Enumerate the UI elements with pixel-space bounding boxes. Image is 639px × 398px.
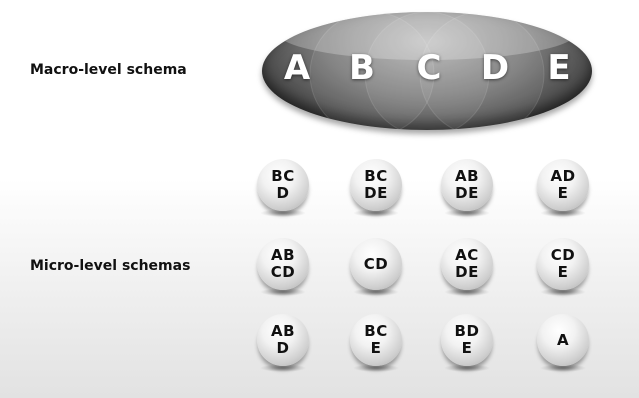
micro-schema-sphere: BC E xyxy=(350,314,402,366)
micro-schema-sphere: A xyxy=(537,314,589,366)
overlap-circle-left xyxy=(309,12,435,130)
macro-letter-e: E xyxy=(547,48,571,88)
micro-schema-sphere: AB D xyxy=(257,314,309,366)
micro-schema-sphere: BC DE xyxy=(350,159,402,211)
micro-schema-sphere: CD xyxy=(350,238,402,290)
micro-schema-sphere: BD E xyxy=(441,314,493,366)
micro-schema-label: AB DE xyxy=(454,167,480,202)
sphere-shadow xyxy=(444,288,490,296)
micro-schema-sphere: AC DE xyxy=(441,238,493,290)
micro-schema-label: CD E xyxy=(550,246,576,281)
micro-schema-sphere: BC D xyxy=(257,159,309,211)
macro-letter-b: B xyxy=(349,48,375,88)
macro-schema-ellipse: A B C D E xyxy=(262,12,592,130)
micro-schema-sphere: AD E xyxy=(537,159,589,211)
sphere-shadow xyxy=(540,209,586,217)
sphere-shadow xyxy=(353,364,399,372)
macro-letter-c: C xyxy=(416,48,442,88)
sphere-shadow xyxy=(353,288,399,296)
sphere-shadow xyxy=(444,209,490,217)
sphere-shadow xyxy=(353,209,399,217)
sphere-shadow xyxy=(540,288,586,296)
micro-schema-sphere: AB CD xyxy=(257,238,309,290)
sphere-shadow xyxy=(260,288,306,296)
micro-schema-label: AB CD xyxy=(270,246,296,281)
micro-schema-label: AD E xyxy=(550,167,576,202)
micro-schema-label: BD E xyxy=(454,322,480,357)
overlap-circle-center xyxy=(364,12,490,130)
macro-letter-a: A xyxy=(283,48,311,88)
micro-schema-label: AC DE xyxy=(455,246,479,281)
macro-overlap-circles xyxy=(277,12,577,130)
micro-schema-label: BC DE xyxy=(364,167,388,202)
micro-schema-label: A xyxy=(556,330,570,349)
macro-letter-d: D xyxy=(480,48,510,88)
micro-schema-label: BC D xyxy=(271,167,295,202)
micro-schema-label: CD xyxy=(363,254,389,273)
sphere-shadow xyxy=(260,364,306,372)
macro-level-label: Macro-level schema xyxy=(30,62,187,78)
overlap-circle-right xyxy=(419,12,545,130)
macro-highlight xyxy=(277,12,577,60)
micro-level-label: Micro-level schemas xyxy=(30,258,191,274)
micro-schema-label: BC E xyxy=(364,322,388,357)
macro-letters: A B C D E xyxy=(262,12,592,130)
sphere-shadow xyxy=(260,209,306,217)
sphere-shadow xyxy=(444,364,490,372)
micro-schema-label: AB D xyxy=(270,322,296,357)
micro-schema-sphere: CD E xyxy=(537,238,589,290)
sphere-shadow xyxy=(540,364,586,372)
micro-schema-sphere: AB DE xyxy=(441,159,493,211)
